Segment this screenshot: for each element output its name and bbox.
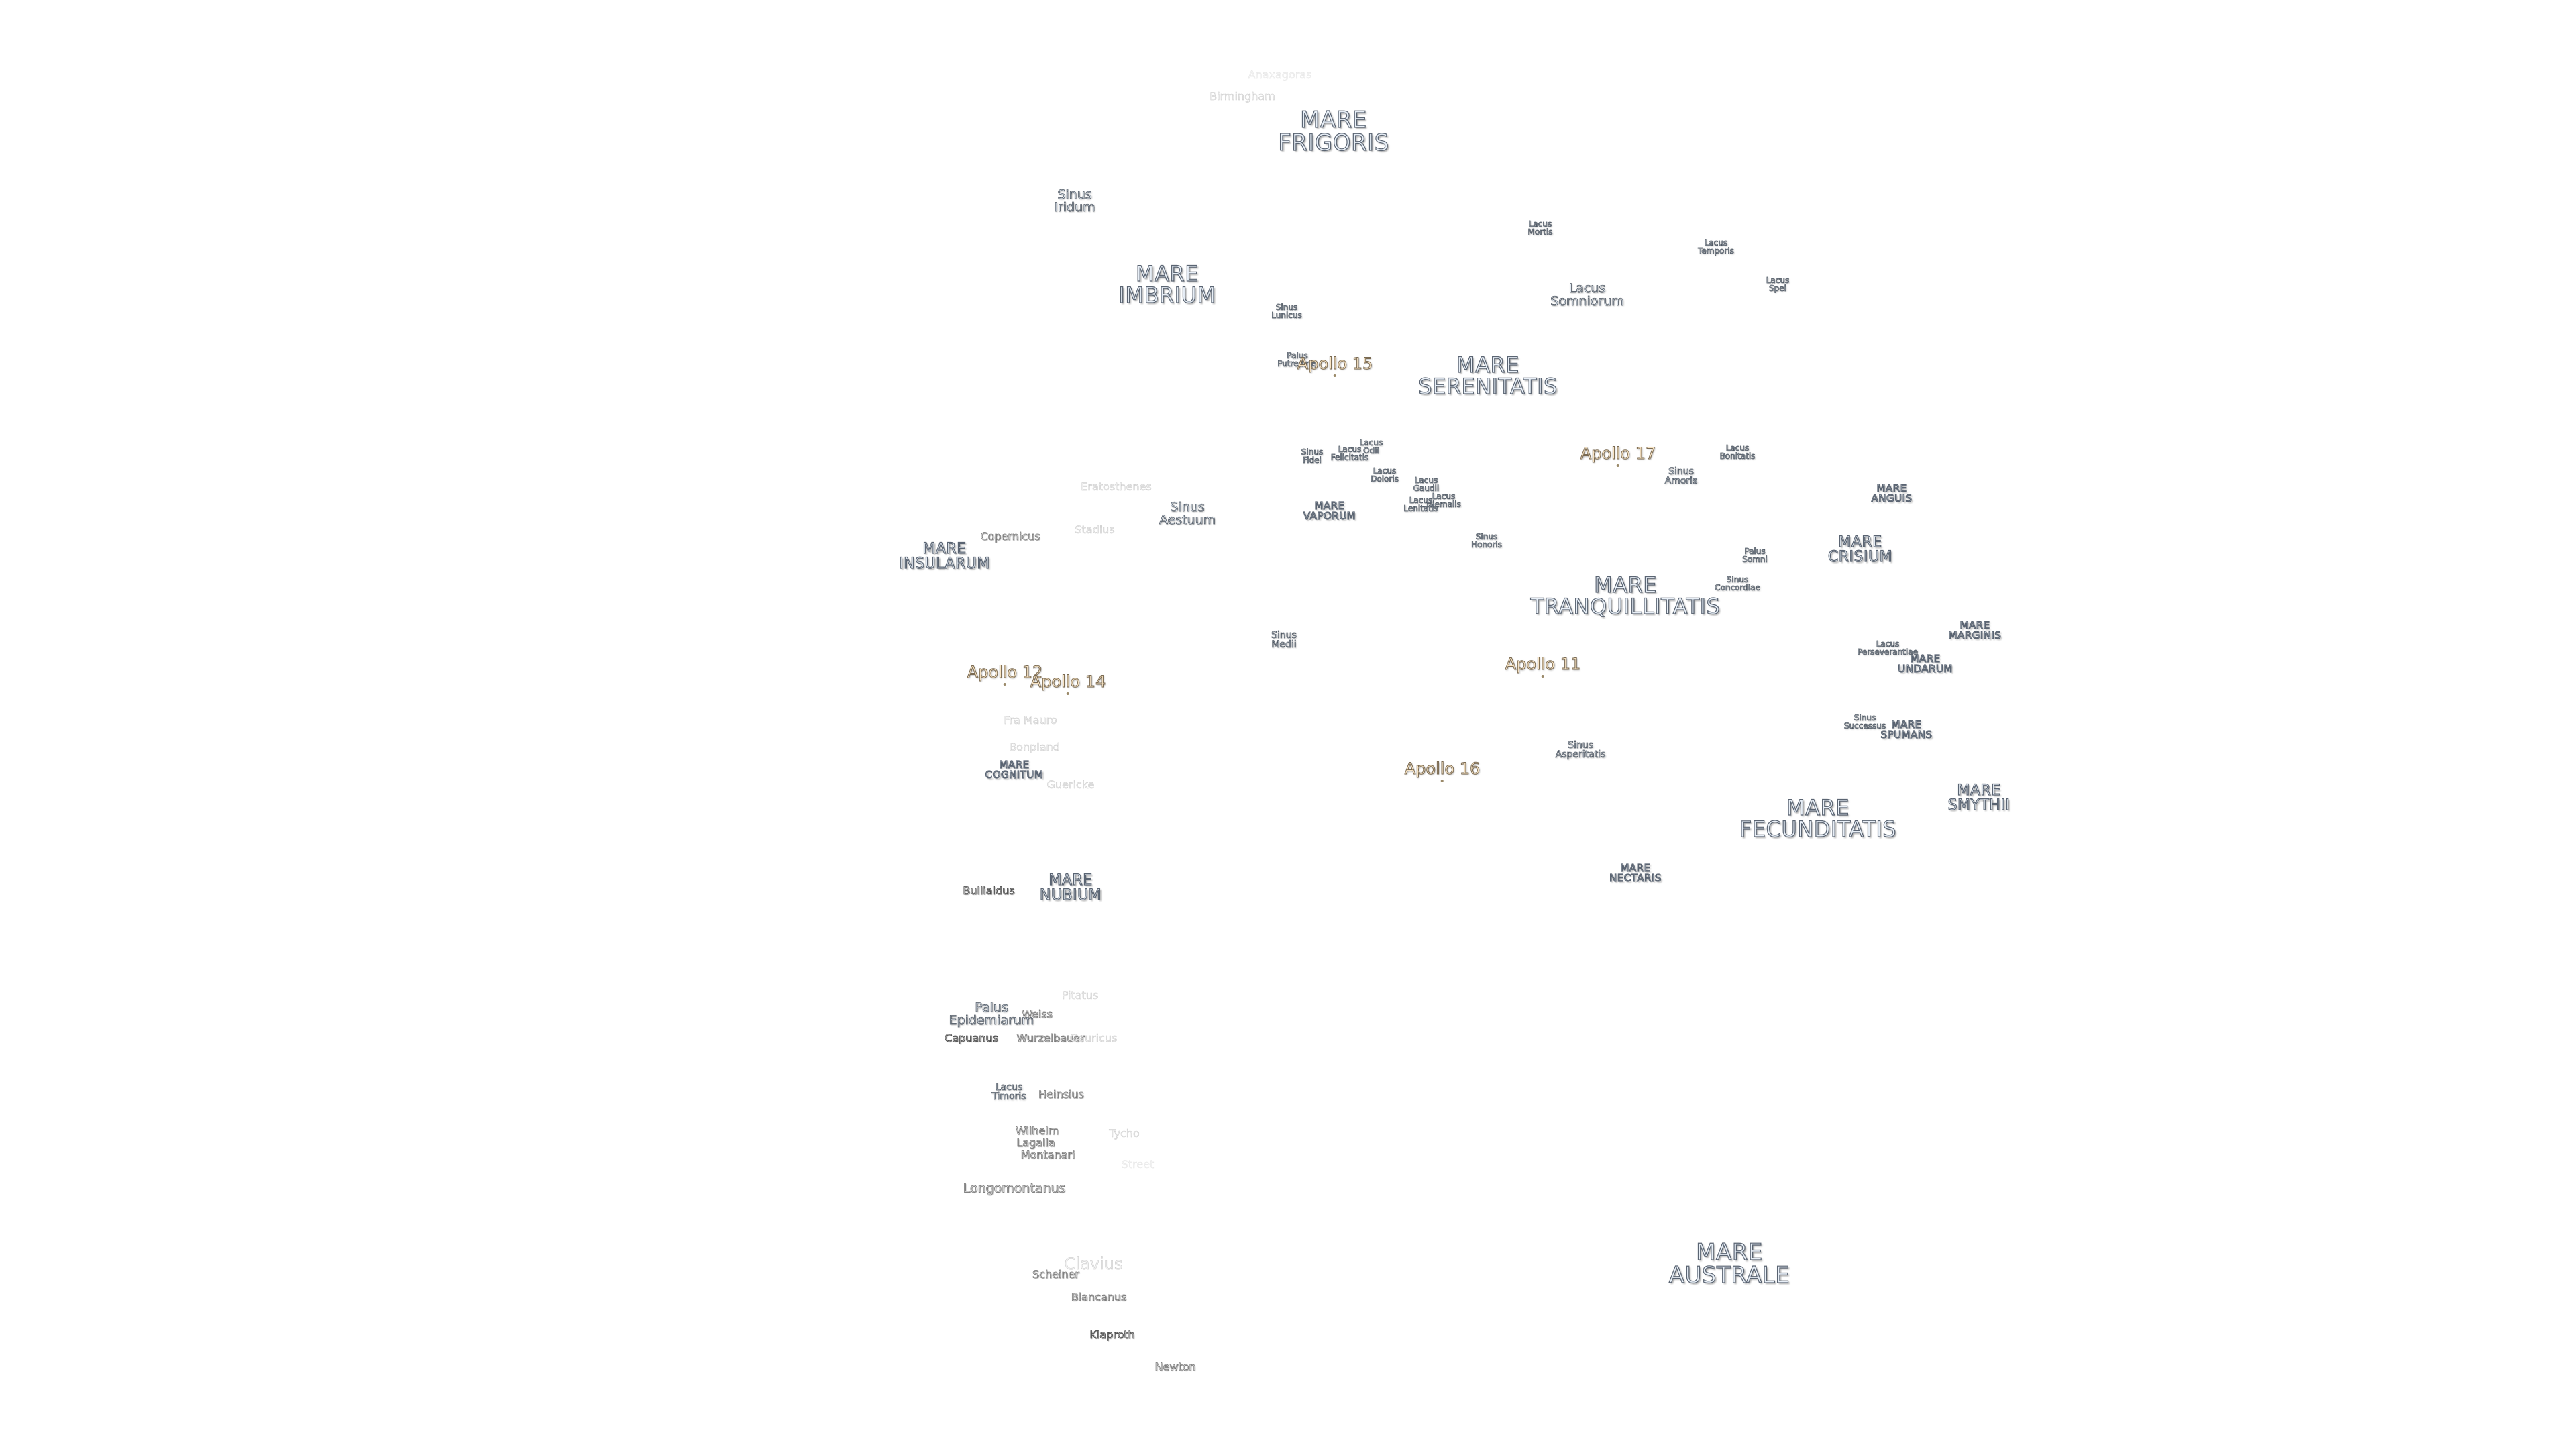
mare-anguis-label: MARE ANGUIS <box>1871 482 1913 504</box>
sinus-honoris-label: Sinus Honoris <box>1471 532 1503 549</box>
crater-capuanus-label: Capuanus <box>945 1032 999 1044</box>
lacus-felicitatis-label: Lacus Felicitatis <box>1330 445 1369 462</box>
palus-somni-label: Palus Somni <box>1742 547 1768 564</box>
mare-insularum-label: MARE INSULARUM <box>899 541 990 572</box>
mare-frigoris-label: MARE FRIGORIS <box>1278 107 1389 156</box>
apollo-16-site: Apollo 16 <box>1404 759 1481 782</box>
crater-copernicus-label: Copernicus <box>980 530 1040 543</box>
sinus-amoris-label: Sinus Amoris <box>1664 466 1698 486</box>
palus-putredinis-label: Palus Putredinis <box>1277 351 1318 368</box>
crater-scheiner-label: Scheiner <box>1032 1268 1080 1281</box>
lacus-bonitatis-label: Lacus Bonitatis <box>1719 443 1756 461</box>
crater-wurzelbauer-label: Wurzelbauer <box>1016 1032 1085 1044</box>
crater-gauricus-label: Gauricus <box>1069 1032 1118 1044</box>
crater-klaproth-label: Klaproth <box>1089 1328 1135 1341</box>
crater-tycho-label: Tycho <box>1109 1127 1140 1140</box>
sinus-asperitatis-label: Sinus Asperitatis <box>1555 740 1606 760</box>
crater-stadius-label: Stadius <box>1075 523 1115 536</box>
palus-epidemiarum-label: Palus Epidemiarum <box>949 1000 1034 1028</box>
mare-tranquillitatis-label: MARE TRANQUILLITATIS <box>1530 572 1721 619</box>
mare-nectaris-label: MARE NECTARIS <box>1609 862 1662 884</box>
lacus-lenitatis-label: Lacus Lenitatis <box>1403 496 1438 513</box>
sinus-fidei-label: Sinus Fidei <box>1301 447 1324 465</box>
crater-birmingham-label: Birmingham <box>1210 90 1275 103</box>
lacus-doloris-label: Lacus Doloris <box>1371 466 1399 484</box>
apollo-11-site: Apollo 11 <box>1505 655 1581 678</box>
sinus-aestuum-label: Sinus Aestuum <box>1159 500 1216 527</box>
crater-fra-mauro-label: Fra Mauro <box>1004 714 1057 727</box>
sinus-concordiae-label: Sinus Concordiae <box>1715 575 1760 592</box>
sinus-successus-label: Sinus Successus <box>1843 713 1886 731</box>
sinus-medii-label: Sinus Medii <box>1271 630 1297 650</box>
mare-spumans-label: MARE SPUMANS <box>1880 718 1933 741</box>
lacus-odii-label: Lacus Odii <box>1359 438 1383 455</box>
lacus-perseverantiae-label: Lacus Perseverantiae <box>1858 639 1919 657</box>
mare-australe-label: MARE AUSTRALE <box>1668 1239 1790 1289</box>
crater-montanari-label: Montanari <box>1020 1148 1075 1161</box>
crater-longomontanus-label: Longomontanus <box>963 1181 1066 1196</box>
apollo-17-site: Apollo 17 <box>1580 444 1656 467</box>
crater-pitatus-label: Pitatus <box>1061 989 1099 1002</box>
mare-cognitum-label: MARE COGNITUM <box>985 759 1044 781</box>
lacus-temporis-label: Lacus Temporis <box>1698 238 1735 256</box>
crater-blancanus-label: Blancanus <box>1071 1291 1127 1303</box>
mare-fecunditatis-label: MARE FECUNDITATIS <box>1739 795 1897 842</box>
mare-undarum-label: MARE UNDARUM <box>1898 653 1953 675</box>
mare-serenitatis-label: MARE SERENITATIS <box>1418 352 1558 399</box>
crater-heinsius-label: Heinsius <box>1038 1088 1084 1101</box>
lacus-hiemalis-label: Lacus Hiemalis <box>1426 492 1461 509</box>
crater-newton-label: Newton <box>1155 1360 1196 1373</box>
crater-weiss-label: Weiss <box>1022 1008 1053 1020</box>
mare-nubium-label: MARE NUBIUM <box>1039 872 1102 904</box>
crater-street-label: Street <box>1121 1158 1155 1171</box>
mare-vaporum-label: MARE VAPORUM <box>1303 500 1356 522</box>
apollo-15-site: Apollo 15 <box>1297 354 1373 377</box>
mare-smythii-label: MARE SMYTHII <box>1947 782 2010 814</box>
sinus-iridum-label: Sinus Iridum <box>1054 187 1095 215</box>
mare-crisium-label: MARE CRISIUM <box>1827 534 1893 566</box>
crater-eratosthenes-label: Eratosthenes <box>1081 480 1152 493</box>
mare-marginis-label: MARE MARGINIS <box>1948 619 2002 641</box>
lacus-spei-label: Lacus Spei <box>1766 276 1790 293</box>
crater-anaxagoras-label: Anaxagoras <box>1248 68 1312 81</box>
crater-bonpland-label: Bonpland <box>1009 741 1060 753</box>
mare-imbrium-label: MARE IMBRIUM <box>1118 261 1216 308</box>
crater-clavius-label: Clavius <box>1064 1254 1123 1273</box>
apollo-12-site: Apollo 12 <box>967 663 1043 686</box>
sinus-lunicus-label: Sinus Lunicus <box>1271 303 1302 320</box>
lacus-somniorum-label: Lacus Somniorum <box>1550 281 1624 309</box>
crater-bullialdus-label: Bullialdus <box>963 884 1015 897</box>
lacus-gaudii-label: Lacus Gaudii <box>1413 476 1440 493</box>
crater-wilhelm-label: Wilhelm <box>1015 1124 1059 1137</box>
crater-guericke-label: Guericke <box>1046 778 1095 791</box>
lacus-timoris-label: Lacus Timoris <box>991 1082 1026 1102</box>
apollo-14-site: Apollo 14 <box>1030 672 1106 695</box>
lacus-mortis-label: Lacus Mortis <box>1527 219 1553 237</box>
crater-lagalla-label: Lagalla <box>1016 1136 1055 1149</box>
